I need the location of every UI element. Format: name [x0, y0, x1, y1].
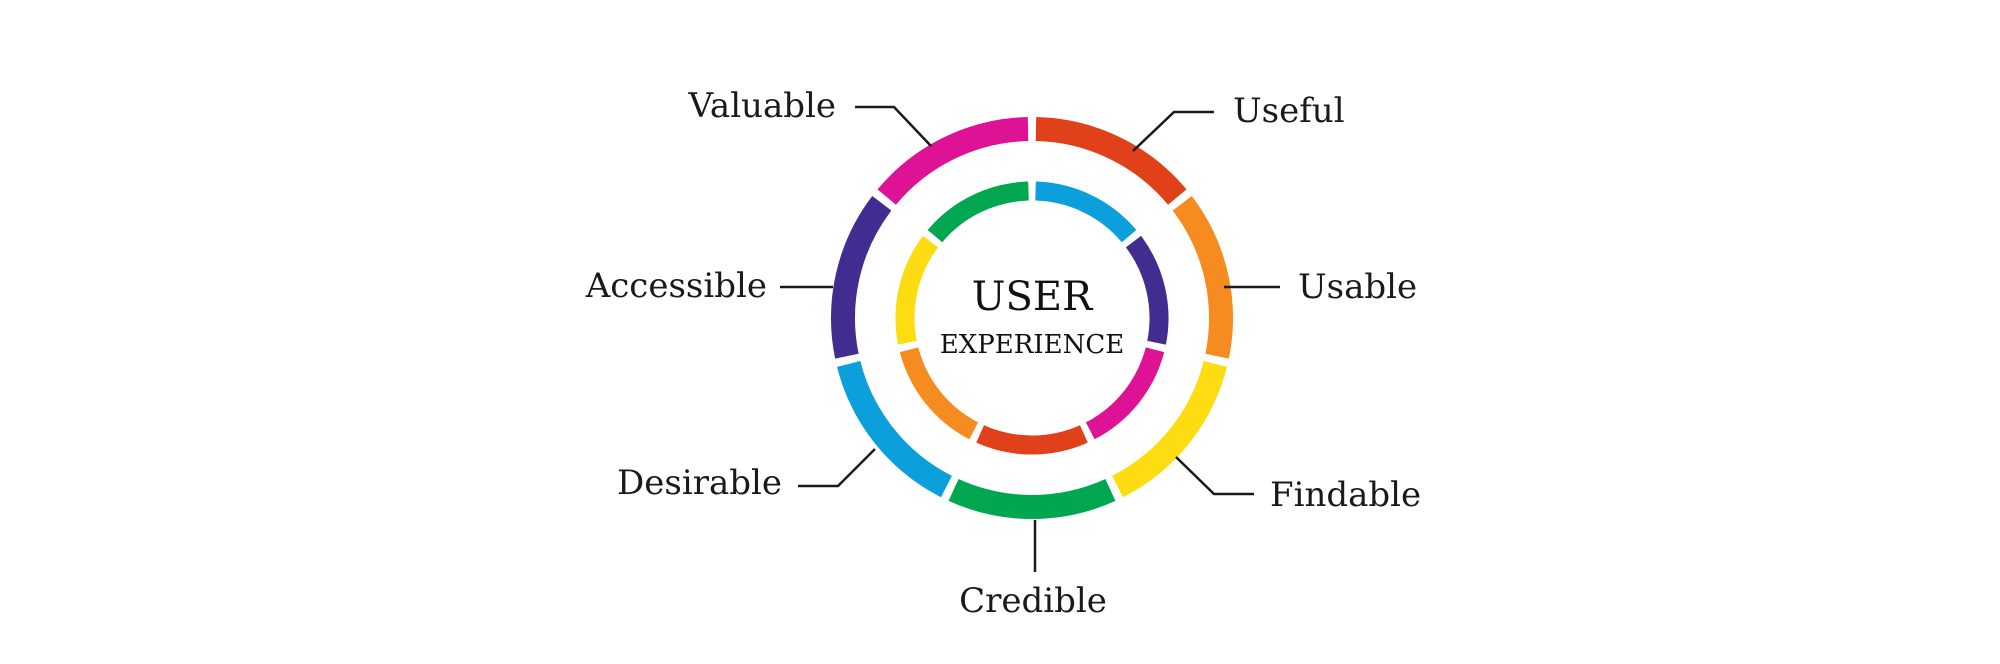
- inner-segment-5: [899, 347, 979, 440]
- outer-segment-credible: [948, 478, 1116, 519]
- inner-segment-6: [895, 235, 939, 345]
- center-title: USER: [972, 274, 1094, 320]
- inner-segment-1: [1035, 181, 1137, 243]
- leader-line-findable: [1175, 456, 1254, 496]
- inner-segment-2: [1125, 235, 1169, 345]
- outer-segment-useful: [1035, 117, 1187, 205]
- leader-line-desirable: [798, 448, 876, 488]
- label-accessible: Accessible: [585, 266, 767, 306]
- label-usable: Usable: [1298, 267, 1417, 307]
- outer-segment-findable: [1111, 360, 1227, 498]
- outer-segment-usable: [1172, 196, 1233, 359]
- inner-segment-7: [927, 181, 1029, 243]
- leader-line-valuable: [855, 105, 932, 147]
- inner-segment-4: [976, 425, 1088, 455]
- inner-ring: [895, 181, 1169, 455]
- leader-lines: [780, 105, 1280, 572]
- label-findable: Findable: [1270, 475, 1421, 515]
- label-useful: Useful: [1233, 91, 1345, 131]
- label-desirable: Desirable: [617, 463, 782, 503]
- outer-segment-valuable: [877, 117, 1029, 205]
- center-subtitle: EXPERIENCE: [940, 330, 1124, 360]
- label-valuable: Valuable: [687, 86, 836, 126]
- outer-segment-desirable: [837, 360, 953, 498]
- outer-segment-accessible: [831, 196, 892, 359]
- leader-line-useful: [1132, 110, 1214, 152]
- label-credible: Credible: [959, 581, 1107, 621]
- inner-segment-3: [1085, 347, 1165, 440]
- outer-ring: [831, 117, 1233, 519]
